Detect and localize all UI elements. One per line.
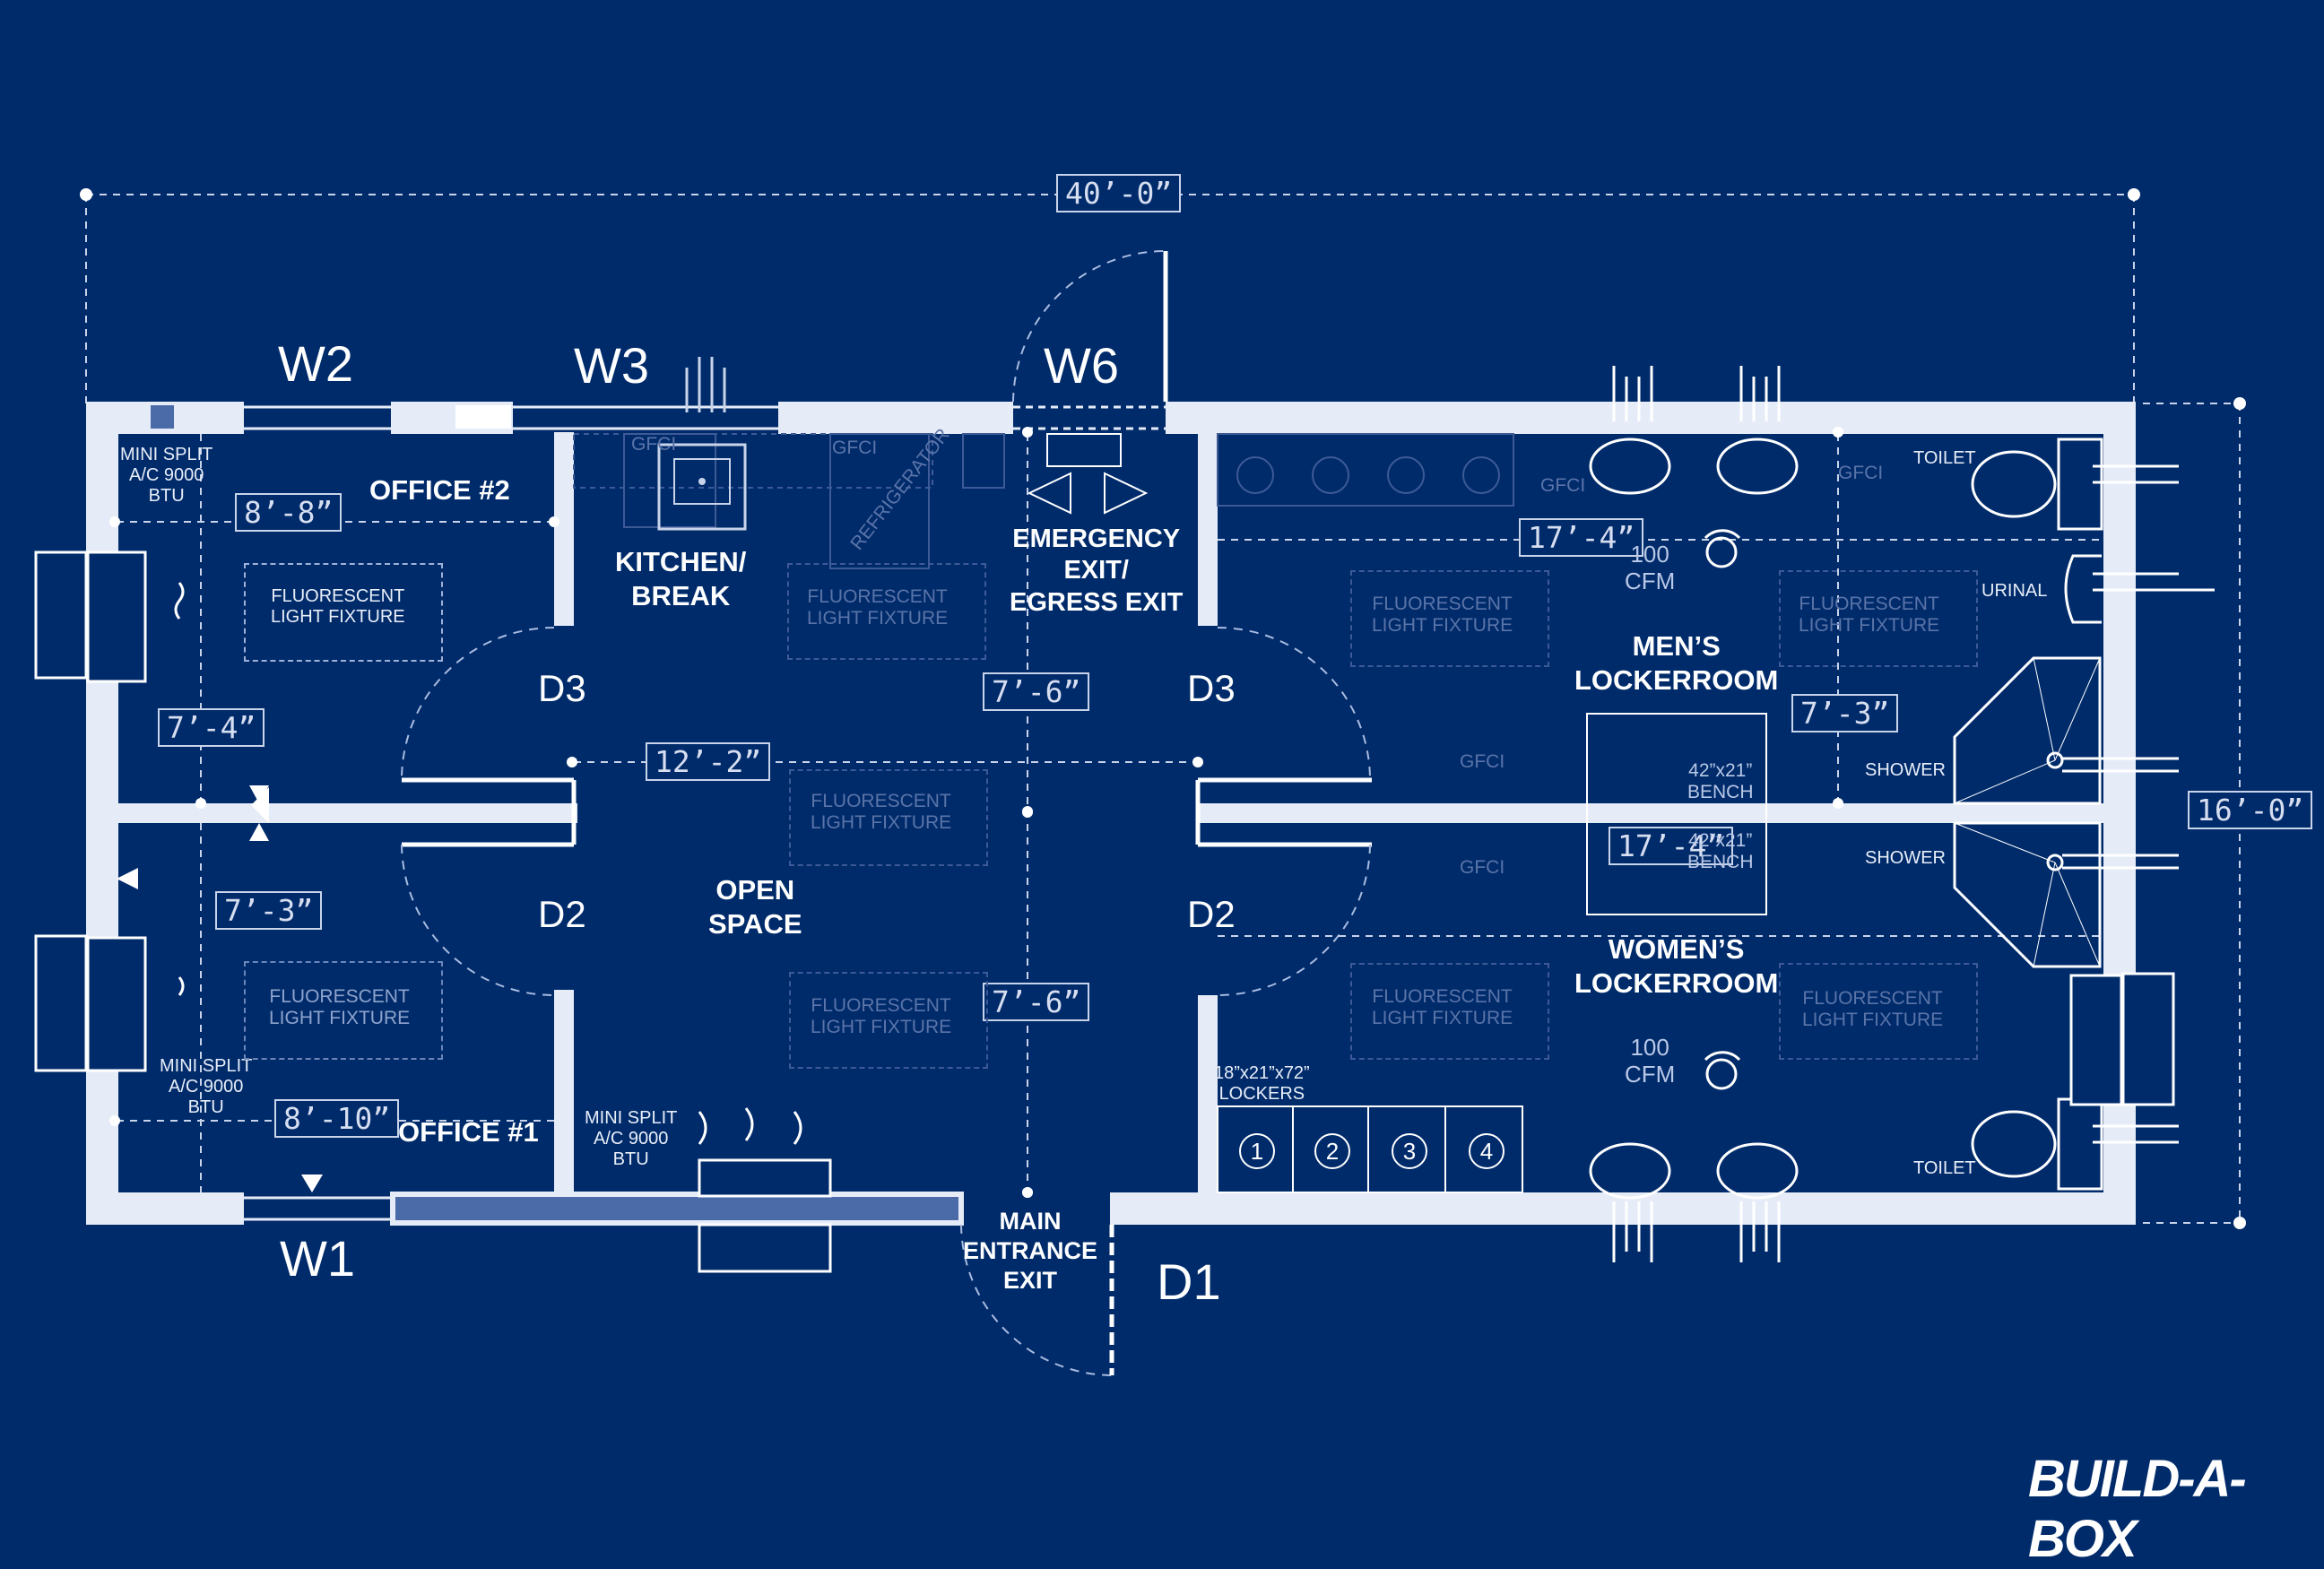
open-space-width-dimension: 12’-2” — [646, 742, 771, 781]
womens-length-dimension: 17’-4” — [1609, 827, 1734, 865]
office1-width-dimension: 8’-10” — [274, 1099, 400, 1138]
emergency-exit-label: EMERGENCY EXIT/ EGRESS EXIT — [1010, 524, 1184, 617]
bench-label-mens: 42”x21” BENCH — [1687, 760, 1754, 803]
fan-womens-label: 100 CFM — [1625, 1034, 1676, 1088]
locker-2: 2 — [1314, 1133, 1350, 1169]
door-3-left-label: D3 — [538, 667, 586, 709]
office-1-label: OFFICE #1 — [398, 1116, 539, 1148]
shower-mens-label: SHOWER — [1865, 760, 1946, 780]
lockers-label: 18”x21”x72” LOCKERS — [1214, 1063, 1310, 1104]
light-fixture-womens-1-label: FLUORESCENT LIGHT FIXTURE — [1372, 986, 1513, 1029]
overall-width-dimension: 16’-0” — [2188, 791, 2313, 829]
bench-label-womens: 42”x21” BENCH — [1687, 830, 1754, 873]
exterior-walls — [86, 402, 2136, 1226]
office2-width-dimension: 8’-8” — [235, 493, 343, 532]
window-1-label: W1 — [280, 1230, 355, 1287]
light-fixture-office1 — [244, 961, 443, 1060]
mini-split-left-label: MINI SPLIT A/C 9000 BTU — [160, 1056, 253, 1117]
open-space-label: OPEN SPACE — [708, 874, 802, 940]
womens-lockerroom-label: WOMEN’S LOCKERROOM — [1574, 933, 1779, 999]
build-a-box-logo: BUILD-A-BOX — [2028, 1450, 2247, 1568]
locker-4: 4 — [1469, 1133, 1505, 1169]
gfci-mens-1: GFCI — [1540, 475, 1586, 496]
locker-1: 1 — [1239, 1133, 1275, 1169]
light-fixture-mens-1 — [1350, 570, 1549, 667]
toilet-womens-label: TOILET — [1913, 1158, 1976, 1178]
overall-length-dimension: 40’-0” — [1056, 174, 1182, 212]
light-fixture-open-lower — [789, 972, 988, 1069]
light-fixture-kitchen-label: FLUORESCENT LIGHT FIXTURE — [807, 586, 949, 629]
gfci-mens-3: GFCI — [1460, 751, 1505, 772]
gfci-womens: GFCI — [1460, 857, 1505, 878]
mini-split-bottom-label: MINI SPLIT A/C 9000 BTU — [585, 1108, 678, 1169]
light-fixture-womens-2 — [1779, 963, 1978, 1060]
door-3-right-label: D3 — [1187, 667, 1236, 709]
gfci-mens-2: GFCI — [1838, 463, 1884, 483]
door-1-label: D1 — [1157, 1253, 1221, 1310]
gfci-kitchen-2: GFCI — [832, 438, 878, 458]
light-fixture-mens-1-label: FLUORESCENT LIGHT FIXTURE — [1372, 594, 1513, 637]
mens-depth-dimension: 7’-3” — [1791, 694, 1899, 732]
window-6-label: W6 — [1044, 337, 1119, 394]
mens-length-dimension: 17’-4” — [1519, 518, 1644, 557]
light-fixture-womens-1 — [1350, 963, 1549, 1060]
locker-3: 3 — [1392, 1133, 1427, 1169]
fan-mens-label: 100 CFM — [1625, 541, 1676, 594]
open-space-depth-dimension: 7’-6” — [983, 983, 1090, 1021]
window-3-label: W3 — [574, 337, 649, 394]
light-fixture-mens-2 — [1779, 570, 1978, 667]
light-fixture-kitchen — [787, 563, 986, 660]
emergency-exit-depth-dimension: 7’-6” — [983, 672, 1090, 711]
office1-depth-dimension: 7’-3” — [215, 891, 323, 930]
window-2-label: W2 — [278, 335, 353, 392]
light-fixture-office1-label: FLUORESCENT LIGHT FIXTURE — [269, 986, 411, 1029]
toilet-mens-label: TOILET — [1913, 448, 1976, 468]
gfci-kitchen-1: GFCI — [631, 434, 677, 455]
office-2-label: OFFICE #2 — [369, 474, 510, 506]
urinal-label: URINAL — [1981, 581, 2048, 601]
interior-walls — [86, 432, 2103, 1192]
light-fixture-womens-2-label: FLUORESCENT LIGHT FIXTURE — [1802, 988, 1944, 1031]
door-2-right-label: D2 — [1187, 893, 1236, 935]
light-fixture-open-upper — [789, 769, 988, 866]
main-entrance-label: MAIN ENTRANCE EXIT — [963, 1208, 1098, 1294]
mens-lockerroom-label: MEN’S LOCKERROOM — [1574, 630, 1779, 696]
light-fixture-open-lower-label: FLUORESCENT LIGHT FIXTURE — [811, 995, 952, 1038]
light-fixture-office2 — [244, 563, 443, 662]
shower-womens-label: SHOWER — [1865, 848, 1946, 868]
kitchen-label: KITCHEN/ BREAK — [615, 546, 747, 611]
light-fixture-open-upper-label: FLUORESCENT LIGHT FIXTURE — [811, 791, 952, 834]
office2-depth-dimension: 7’-4” — [158, 708, 265, 747]
door-2-left-label: D2 — [538, 893, 586, 935]
light-fixture-mens-2-label: FLUORESCENT LIGHT FIXTURE — [1799, 594, 1940, 637]
light-fixture-office2-label: FLUORESCENT LIGHT FIXTURE — [271, 586, 405, 627]
mini-split-top-label: MINI SPLIT A/C 9000 BTU — [120, 445, 213, 506]
